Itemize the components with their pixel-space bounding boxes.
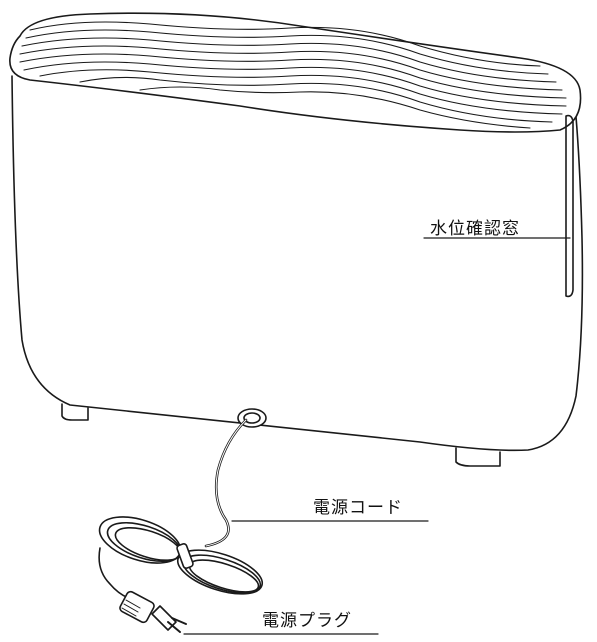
top-lid [9, 12, 582, 133]
humidifier-body [11, 75, 584, 452]
water-level-window [565, 114, 574, 298]
power-cord-inner [205, 419, 247, 547]
water-level-window-label: 水位確認窓 [430, 219, 520, 239]
cord-grommet-inner [243, 412, 261, 424]
power-plug [119, 590, 187, 633]
power-cord [204, 418, 248, 548]
front-right-foot [455, 447, 501, 467]
power-cord-label: 電源コード [313, 498, 403, 518]
cord-tie [176, 543, 194, 569]
power-plug-label: 電源プラグ [262, 611, 352, 631]
front-left-foot [61, 403, 89, 421]
lid-grille [19, 21, 567, 129]
